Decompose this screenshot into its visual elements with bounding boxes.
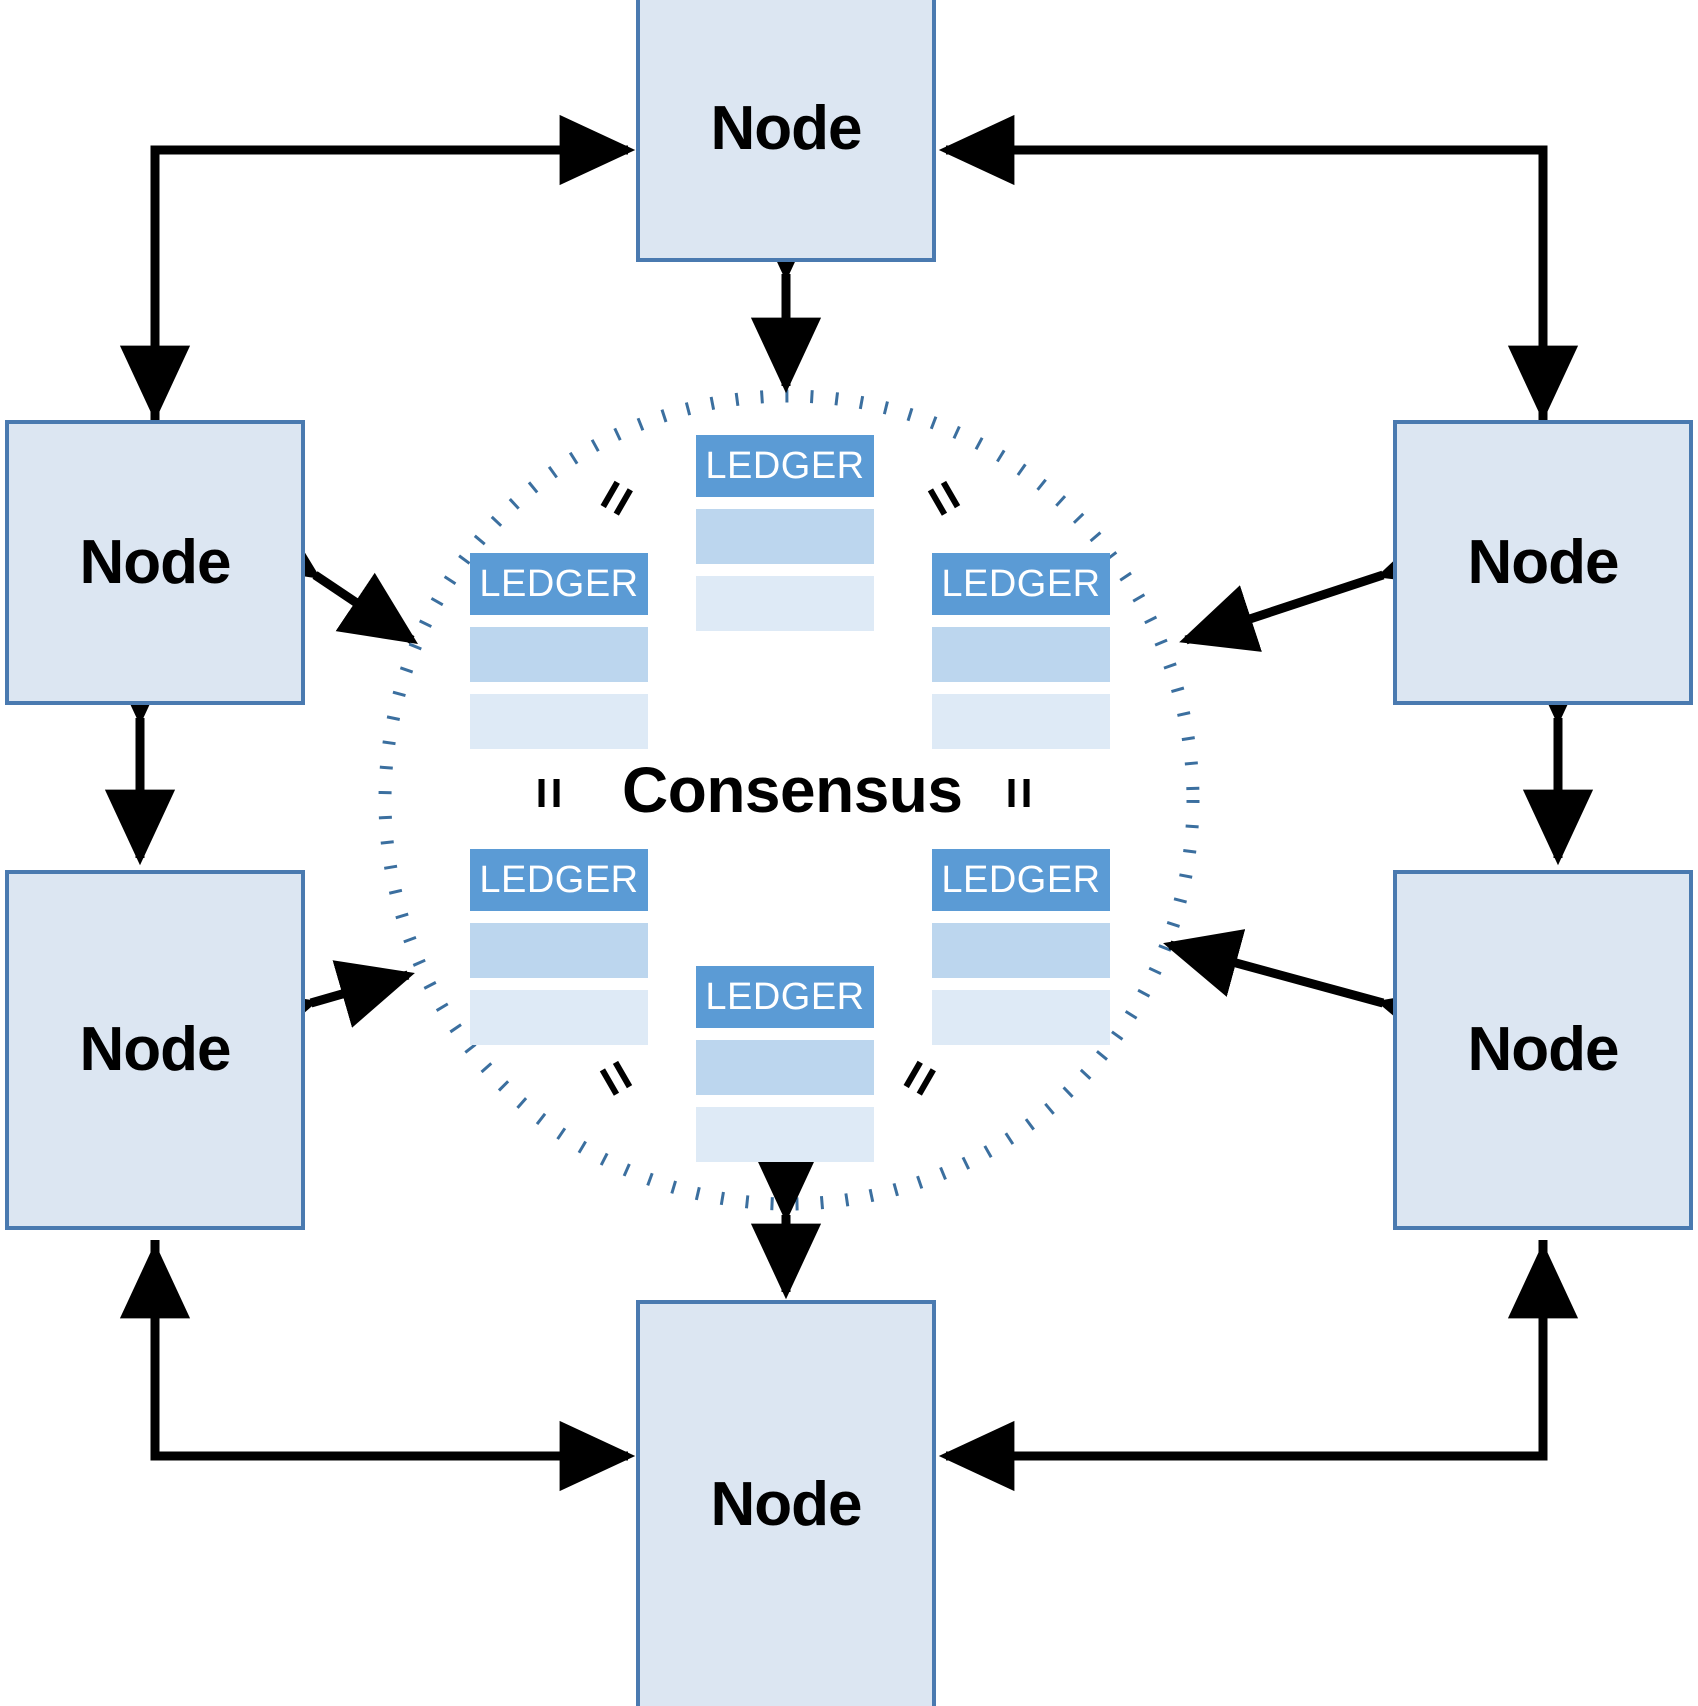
ledger-gap xyxy=(470,978,648,990)
ledger-gap xyxy=(470,911,648,923)
ledger-row-mid xyxy=(932,923,1110,978)
ledger-gap xyxy=(470,615,648,627)
ledger-right-upper-header: LEDGER xyxy=(932,553,1110,615)
node-right-upper[interactable]: Node xyxy=(1393,420,1693,705)
equals-icon-top-right: = xyxy=(909,467,981,528)
conn-rightlower-to-circle xyxy=(1163,929,1459,1055)
ledger-right-upper[interactable]: LEDGER xyxy=(932,553,1110,749)
node-left-lower-label: Node xyxy=(79,1015,232,1084)
ledger-left-lower[interactable]: LEDGER xyxy=(470,849,648,1045)
equals-icon-mid-right: = xyxy=(988,776,1052,810)
ledger-row-light xyxy=(470,990,648,1045)
ledger-row-light xyxy=(696,1107,874,1162)
node-top-label: Node xyxy=(710,94,863,163)
ledger-bottom[interactable]: LEDGER xyxy=(696,966,874,1162)
ledger-row-mid xyxy=(470,627,648,682)
ledger-row-mid xyxy=(470,923,648,978)
ledger-row-light xyxy=(470,694,648,749)
conn-botleft-elbow xyxy=(119,1240,636,1492)
consensus-label: Consensus xyxy=(622,754,963,826)
equals-icon-bottom-left: = xyxy=(581,1047,653,1108)
ledger-left-lower-header: LEDGER xyxy=(470,849,648,911)
ledger-gap xyxy=(932,978,1110,990)
equals-icon-mid-left: = xyxy=(518,776,582,810)
ledger-gap xyxy=(696,1095,874,1107)
node-right-upper-label: Node xyxy=(1467,527,1620,597)
ledger-left-upper[interactable]: LEDGER xyxy=(470,553,648,749)
ledger-gap xyxy=(696,1028,874,1040)
node-bottom[interactable]: Node xyxy=(636,1300,936,1706)
conn-botright-elbow xyxy=(938,1240,1579,1492)
ledger-left-upper-header: LEDGER xyxy=(470,553,648,615)
ledger-right-lower[interactable]: LEDGER xyxy=(932,849,1110,1045)
node-left-upper-label: Node xyxy=(79,527,232,597)
conn-topright-elbow xyxy=(938,114,1579,424)
ledger-gap xyxy=(932,682,1110,694)
equals-icon-top-left: = xyxy=(580,467,652,528)
ledger-row-light xyxy=(932,694,1110,749)
ledger-top-header: LEDGER xyxy=(696,435,874,497)
ledger-bottom-header: LEDGER xyxy=(696,966,874,1028)
node-bottom-label: Node xyxy=(710,1470,863,1539)
ledger-gap xyxy=(932,615,1110,627)
ledger-row-light xyxy=(932,990,1110,1045)
ledger-right-lower-header: LEDGER xyxy=(932,849,1110,911)
ledger-gap xyxy=(932,911,1110,923)
conn-topleft-elbow xyxy=(119,114,636,424)
node-left-upper[interactable]: Node xyxy=(5,420,305,705)
node-left-lower[interactable]: Node xyxy=(5,870,305,1230)
ledger-top[interactable]: LEDGER xyxy=(696,435,874,631)
conn-rightupper-to-circle xyxy=(1179,520,1459,652)
equals-icon-bottom-right: = xyxy=(883,1047,955,1108)
ledger-gap xyxy=(696,497,874,509)
ledger-row-mid xyxy=(932,627,1110,682)
conn-leftlower-to-circle xyxy=(235,960,415,1056)
node-right-lower[interactable]: Node xyxy=(1393,870,1693,1230)
node-top[interactable]: Node xyxy=(636,0,936,262)
ledger-row-light xyxy=(696,576,874,631)
conn-leftupper-to-circle xyxy=(238,507,418,645)
ledger-gap xyxy=(470,682,648,694)
ledger-row-mid xyxy=(696,1040,874,1095)
ledger-gap xyxy=(696,564,874,576)
ledger-row-mid xyxy=(696,509,874,564)
node-right-lower-label: Node xyxy=(1467,1015,1620,1084)
